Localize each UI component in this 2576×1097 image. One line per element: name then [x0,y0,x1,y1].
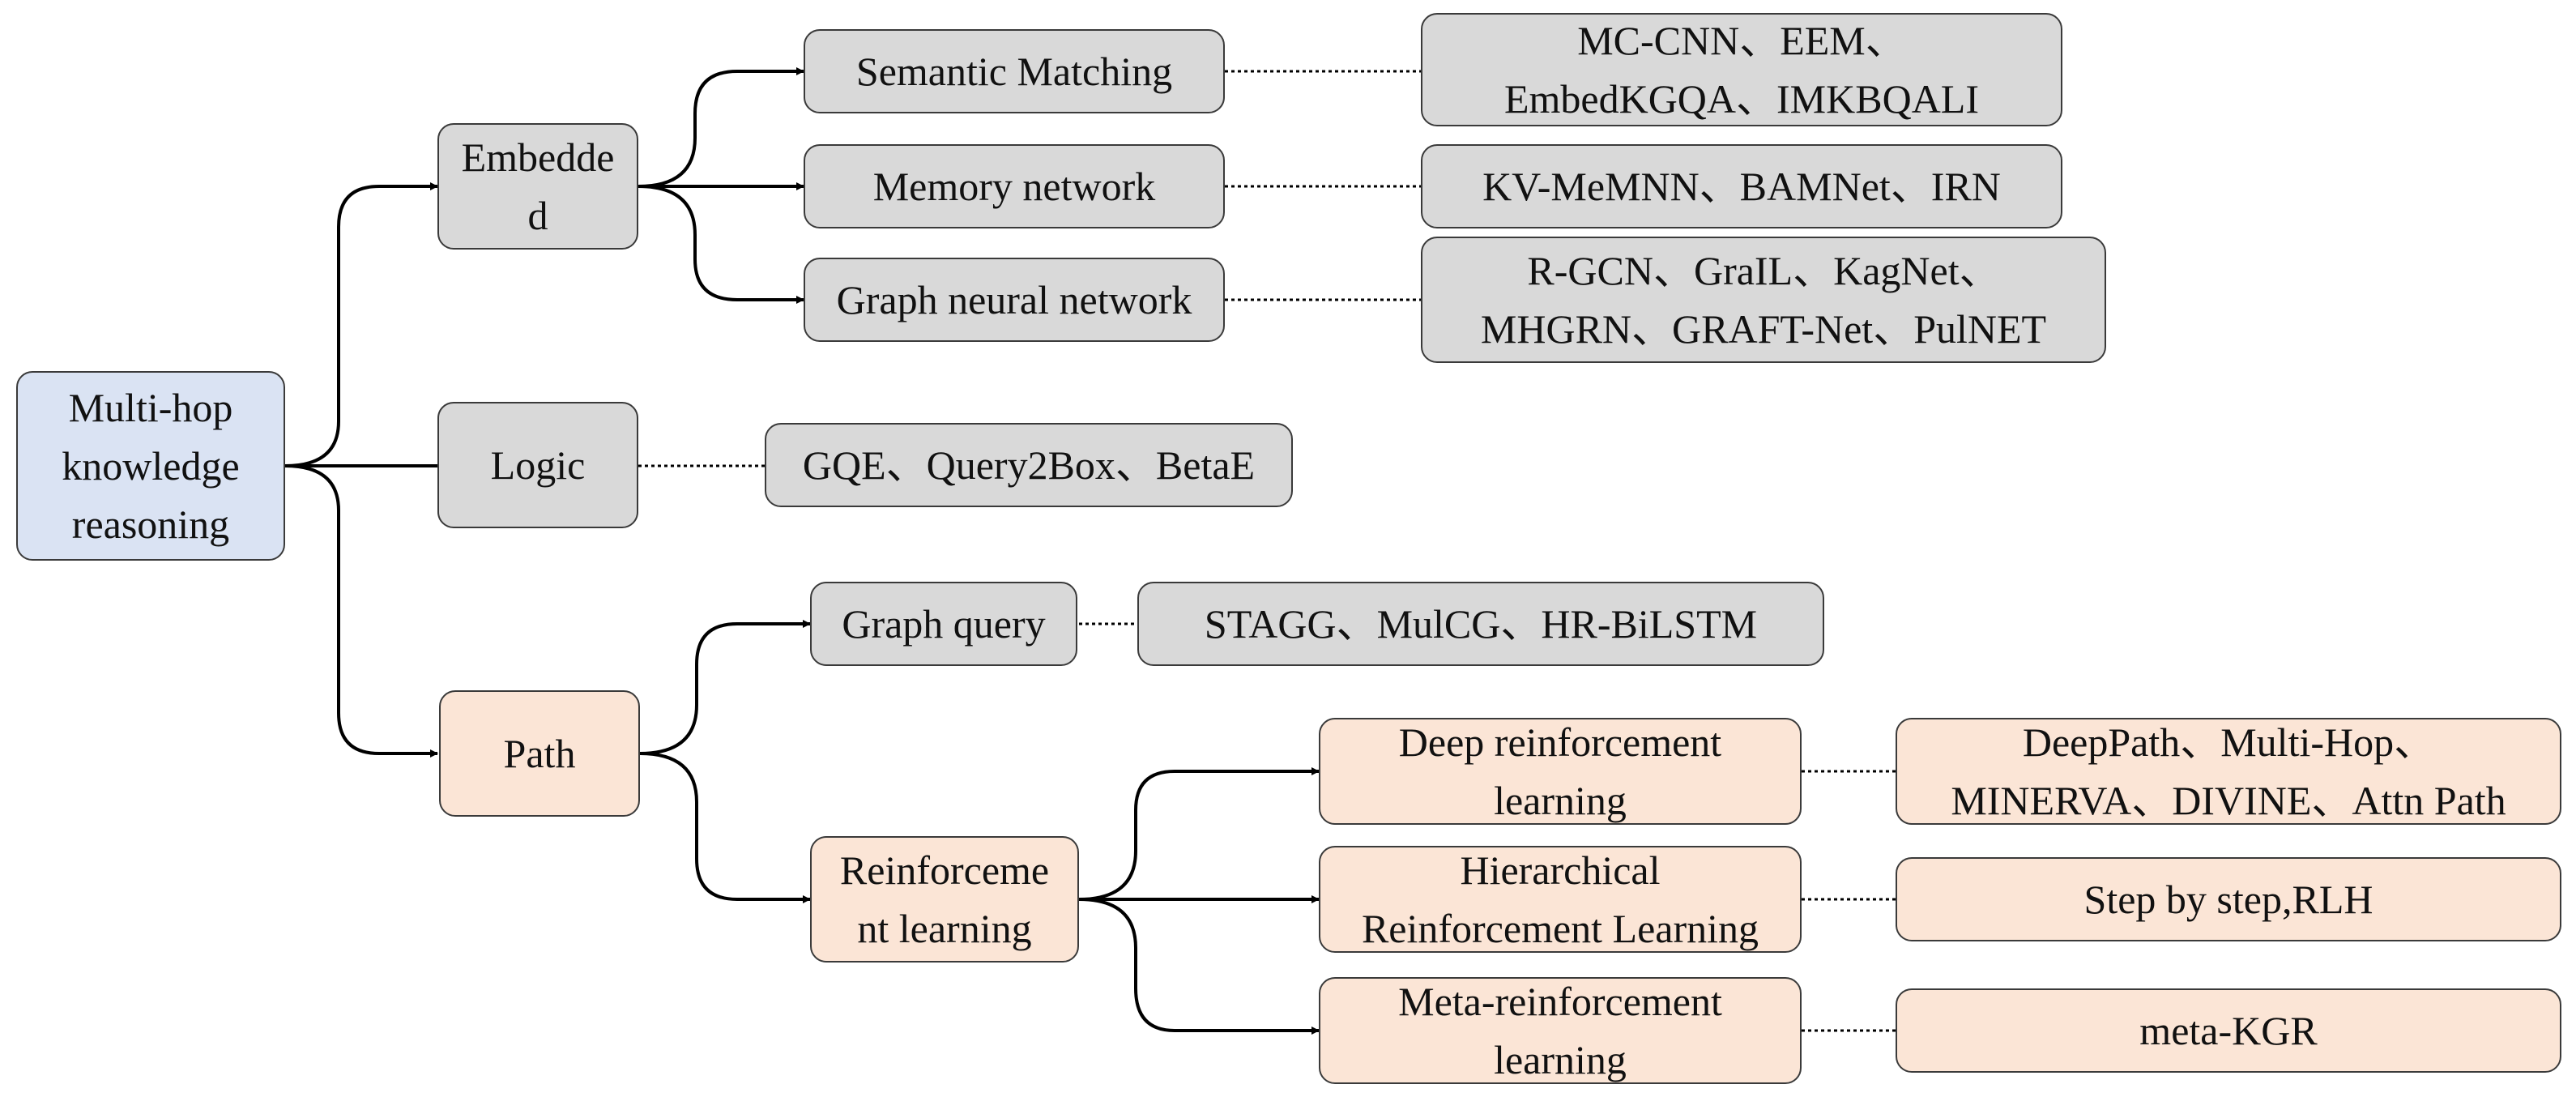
logic-label: Logic [490,442,586,488]
edge-rl-deep [1078,767,1320,901]
memory-network-node: Memory network [804,144,1225,228]
graph-neural-network-node: Graph neural network [804,258,1225,342]
logic-methods-text: GQE、Query2Box、BetaE [802,442,1256,488]
deep-rl-methods: DeepPath、Multi-Hop、 MINERVA、DIVINE、Attn … [1896,718,2561,825]
meta-rl-methods: meta-KGR [1896,988,2561,1073]
deep-rl-methods-text: DeepPath、Multi-Hop、 MINERVA、DIVINE、Attn … [1951,719,2506,823]
edge-root-path [284,464,438,758]
embedded-label: Embedde d [461,134,615,238]
memory-network-methods-text: KV-MeMNN、BAMNet、IRN [1482,164,2001,209]
hierarchical-rl-label: Hierarchical Reinforcement Learning [1361,847,1759,951]
meta-rl-methods-text: meta-KGR [2139,1008,2318,1053]
edge-root-embedded [284,182,438,467]
graph-query-node: Graph query [810,582,1077,666]
meta-rl-label: Meta-reinforcement learning [1398,979,1722,1082]
memory-network-label: Memory network [872,164,1156,209]
deep-rl-label: Deep reinforcement learning [1398,719,1722,823]
root-label: Multi-hop knowledge reasoning [62,385,240,547]
graph-neural-network-label: Graph neural network [836,277,1192,322]
graph-neural-network-methods-text: R-GCN、GraIL、KagNet、 MHGRN、GRAFT-Net、PulN… [1480,248,2047,352]
semantic-matching-node: Semantic Matching [804,29,1225,113]
edge-path-graph-query [639,620,811,755]
reinforcement-learning-label: Reinforceme nt learning [839,847,1050,951]
path-label: Path [503,731,576,776]
reinforcement-learning-node: Reinforceme nt learning [810,836,1079,963]
logic-methods: GQE、Query2Box、BetaE [765,423,1293,507]
embedded-node: Embedde d [437,123,638,250]
hierarchical-rl-node: Hierarchical Reinforcement Learning [1319,846,1802,953]
hierarchical-rl-methods-text: Step by step,RLH [2083,877,2373,922]
semantic-matching-methods-text: MC-CNN、EEM、 EmbedKGQA、IMKBQALI [1503,18,1980,122]
graph-query-methods-text: STAGG、MulCG、HR-BiLSTM [1204,601,1758,647]
root-node: Multi-hop knowledge reasoning [16,371,285,561]
memory-network-methods: KV-MeMNN、BAMNet、IRN [1421,144,2062,228]
edge-path-rl [639,752,811,903]
graph-neural-network-methods: R-GCN、GraIL、KagNet、 MHGRN、GRAFT-Net、PulN… [1421,237,2106,363]
graph-query-label: Graph query [842,601,1046,647]
semantic-matching-methods: MC-CNN、EEM、 EmbedKGQA、IMKBQALI [1421,13,2062,126]
logic-node: Logic [437,402,638,528]
hierarchical-rl-methods: Step by step,RLH [1896,857,2561,941]
graph-query-methods: STAGG、MulCG、HR-BiLSTM [1137,582,1824,666]
path-node: Path [439,690,640,817]
meta-rl-node: Meta-reinforcement learning [1319,977,1802,1084]
edge-rl-meta [1078,898,1320,1035]
edge-embedded-semantic [638,67,804,188]
edge-embedded-gnn [638,185,804,304]
deep-rl-node: Deep reinforcement learning [1319,718,1802,825]
semantic-matching-label: Semantic Matching [855,49,1173,94]
